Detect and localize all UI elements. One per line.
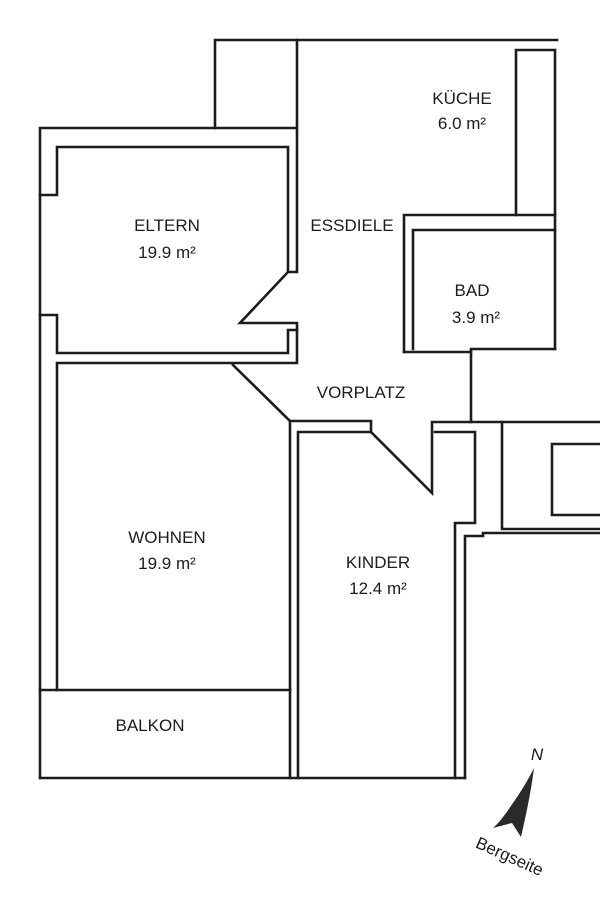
door-wohnen	[231, 363, 292, 423]
label-eltern: ELTERN	[134, 216, 200, 235]
north-arrow-icon	[493, 768, 534, 837]
wall-kinder-right	[433, 430, 477, 780]
wall-kinder-inner	[296, 420, 600, 780]
north-label: N	[531, 745, 544, 764]
wall-kitchen-pillar	[514, 48, 557, 351]
label-balkon: BALKON	[116, 716, 185, 735]
wall-essdiele-left	[286, 38, 299, 274]
label-wohnen: WOHNEN	[128, 528, 205, 547]
label-essdiele: ESSDIELE	[310, 216, 393, 235]
wall-top	[213, 38, 559, 130]
wall-eltern-inner	[38, 145, 299, 692]
wall-eltern-inner-bottom	[38, 313, 299, 355]
area-eltern: 19.9 m²	[138, 243, 196, 262]
stair-opening	[550, 442, 600, 517]
wall-step	[463, 531, 600, 780]
area-bad: 3.9 m²	[452, 308, 501, 327]
wall-eltern-outer	[38, 126, 299, 780]
walls	[38, 38, 600, 780]
wall-bad-inner	[411, 228, 557, 351]
wall-kinder-outer	[288, 419, 373, 780]
wall-bad-bottom	[402, 347, 557, 354]
area-wohnen: 19.9 m²	[138, 554, 196, 573]
wall-bad-outer	[402, 213, 557, 354]
label-vorplatz: VORPLATZ	[317, 383, 405, 402]
area-kueche: 6.0 m²	[438, 114, 487, 133]
area-kinder: 12.4 m²	[349, 579, 407, 598]
wall-stair	[500, 420, 600, 531]
label-kueche: KÜCHE	[432, 89, 492, 108]
label-bad: BAD	[455, 281, 490, 300]
compass: N Bergseite	[473, 745, 546, 880]
label-kinder: KINDER	[346, 553, 410, 572]
room-labels: KÜCHE 6.0 m² ELTERN 19.9 m² ESSDIELE BAD…	[116, 89, 501, 735]
bergseite-label: Bergseite	[473, 833, 546, 880]
